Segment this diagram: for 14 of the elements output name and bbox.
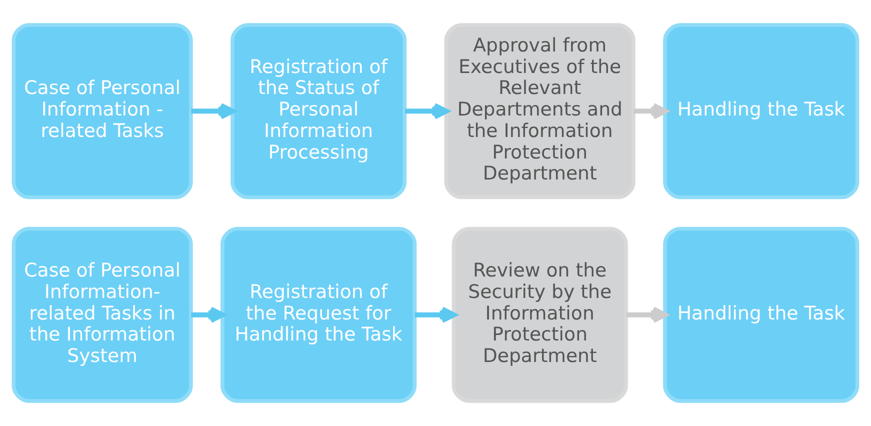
node-box: Case of Personal Information-related Tasks in the Information System — [12, 226, 193, 403]
node-box: Registration of the Status of Personal Information Processing — [230, 23, 407, 200]
node-box: Handling the Task — [663, 226, 860, 403]
arrow — [405, 102, 449, 120]
arrow — [634, 102, 668, 120]
arrow — [626, 306, 668, 324]
arrow — [191, 102, 235, 120]
node-box: Registration of the Request for Handling the Task — [220, 226, 417, 403]
node-box: Handling the Task — [663, 23, 860, 200]
node-box: Approval from Executives of the Relevant Departments and the Information Protection Department — [444, 23, 636, 200]
arrow — [414, 306, 456, 324]
arrow — [191, 306, 225, 324]
node-box: Case of Personal Information - related Tasks — [12, 23, 193, 200]
node-box: Review on the Security by the Information Protection Department — [452, 226, 628, 403]
